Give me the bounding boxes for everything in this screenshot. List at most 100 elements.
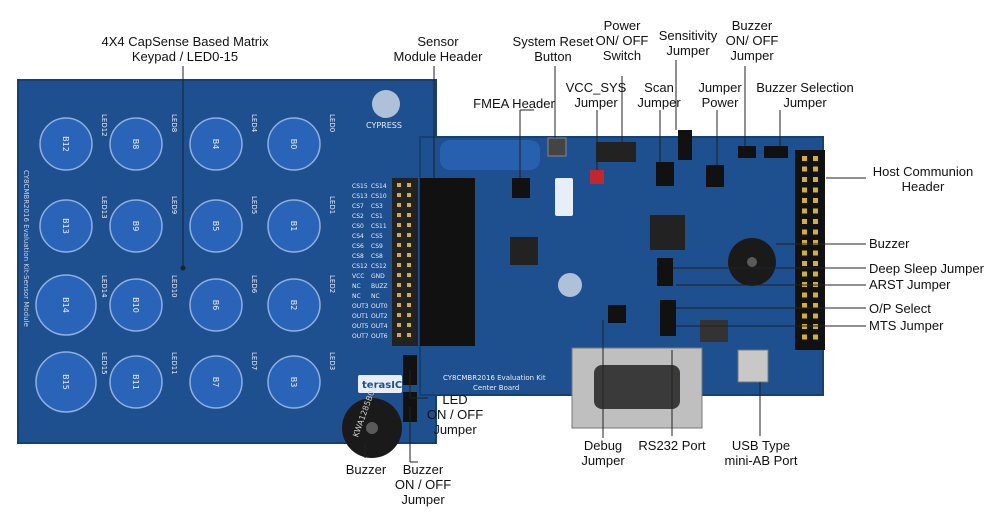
- callout-rs232-port: RS232 Port: [638, 438, 706, 453]
- power-switch-part: [596, 142, 636, 162]
- svg-text:B9: B9: [131, 221, 140, 232]
- callout-power-switch: Power ON/ OFF Switch: [595, 18, 649, 63]
- callout-op-select: O/P Select: [869, 301, 931, 316]
- keypad-led-label: LED1: [328, 196, 336, 214]
- keypad-led-label: LED10: [170, 275, 178, 298]
- callout-usb-port: USB Type mini-AB Port: [724, 438, 798, 468]
- sensitivity-jumper-part: [678, 130, 692, 160]
- header-pin-label: OUT0: [371, 303, 388, 310]
- keypad-key: B11: [109, 355, 163, 409]
- keypad-key: B6: [189, 278, 243, 332]
- keypad-key: B7: [189, 355, 243, 409]
- header-pin-label: CS13: [352, 193, 368, 200]
- buzz-jumper-part: [738, 146, 756, 158]
- svg-text:B8: B8: [131, 139, 140, 150]
- callout-host-communion-header: Host Communion Header: [872, 164, 974, 194]
- header-pin-label: CS0: [352, 223, 364, 230]
- header-pin-label: OUT2: [371, 313, 388, 320]
- header-pin-label: CS14: [371, 183, 387, 190]
- svg-text:B1: B1: [289, 221, 298, 232]
- svg-text:B7: B7: [211, 377, 220, 388]
- keypad-key: B1: [267, 199, 321, 253]
- header-pin-label: CS7: [352, 203, 364, 210]
- host-header-part: [795, 150, 825, 350]
- keypad-key: B0: [267, 117, 321, 171]
- header-pin-label: OUT3: [352, 303, 369, 310]
- header-pin-label: CS3: [371, 203, 383, 210]
- keypad-led-label: LED3: [328, 352, 336, 370]
- mcu-chip: [650, 215, 685, 250]
- callout-vcc-sys-jumper: VCC_SYS Jumper: [565, 80, 627, 110]
- board-title-line1: CY8CMBR2016 Evaluation Kit: [443, 374, 546, 382]
- callout-buzzer-bottom: Buzzer: [345, 462, 387, 477]
- keypad-key: B10: [109, 278, 163, 332]
- board-title-line2: Center Board: [473, 384, 519, 392]
- header-pin-label: CS1: [371, 213, 383, 220]
- keypad-led-label: LED0: [328, 114, 336, 132]
- header-pin-label: CS10: [371, 193, 387, 200]
- deep-sleep-part: [657, 258, 673, 286]
- usb-part: [737, 349, 769, 383]
- terasic-logo-module: terasIC: [358, 375, 402, 393]
- keypad-module: B12LED12B8LED8B4LED4B0LED0B13LED13B9LED9…: [17, 79, 437, 458]
- fmea-header-part: [512, 178, 530, 198]
- callout-arst-jumper: ARST Jumper: [869, 277, 951, 292]
- svg-text:B0: B0: [289, 139, 298, 150]
- keypad-led-label: LED12: [100, 114, 108, 137]
- svg-text:B12: B12: [61, 136, 70, 152]
- header-pin-label: BUZZ: [371, 283, 388, 290]
- keypad-led-label: LED7: [250, 352, 258, 370]
- callout-keypad-matrix: 4X4 CapSense Based Matrix Keypad / LED0-…: [101, 34, 269, 64]
- svg-text:B10: B10: [131, 297, 140, 313]
- svg-text:B2: B2: [289, 300, 298, 311]
- header-pin-label: NC: [352, 283, 361, 290]
- callout-buzzer-onoff-jumper-bottom: Buzzer ON / OFF Jumper: [394, 462, 452, 507]
- callout-buzzer-onoff-jumper-top: Buzzer ON/ OFF Jumper: [725, 18, 779, 63]
- callout-debug-jumper: Debug Jumper: [581, 438, 625, 468]
- header-pin-label: CS6: [352, 243, 364, 250]
- header-pin-label: OUT4: [371, 323, 388, 330]
- keypad-key: B5: [189, 199, 243, 253]
- header-pin-label: NC: [371, 293, 380, 300]
- header-pin-label: OUT6: [371, 333, 388, 340]
- header-pin-label: CS9: [371, 243, 383, 250]
- callout-fmea-header: FMEA Header: [473, 96, 555, 111]
- header-pin-label: CS2: [352, 213, 364, 220]
- header-pin-label: CS4: [352, 233, 364, 240]
- svg-text:CYPRESS: CYPRESS: [366, 121, 402, 130]
- header-pin-label: CS11: [371, 223, 387, 230]
- header-pin-label: OUT7: [352, 333, 369, 340]
- svg-text:B4: B4: [211, 139, 220, 150]
- svg-text:B14: B14: [61, 297, 70, 313]
- usb-chip: [700, 320, 728, 342]
- header-pin-label: CS8: [352, 253, 364, 260]
- keypad-led-label: LED2: [328, 275, 336, 293]
- scan-jumper-part: [656, 162, 674, 186]
- module-side-text: CY8CMBR2016 Evaluation Kit-Sensor Module: [22, 170, 30, 327]
- svg-text:B13: B13: [61, 218, 70, 234]
- op-select-part: [660, 300, 676, 336]
- header-pin-label: GND: [371, 273, 385, 280]
- keypad-led-label: LED9: [170, 196, 178, 214]
- vcc-sys-jumper-part: [590, 170, 604, 184]
- header-pin-label: CS12: [371, 263, 387, 270]
- controller-chip: [510, 237, 538, 265]
- svg-text:B3: B3: [289, 377, 298, 388]
- buzz-select-part: [764, 146, 788, 158]
- keypad-key: B4: [189, 117, 243, 171]
- buzzer-bottom-component: KWA1285B03: [342, 385, 402, 458]
- keypad-led-label: LED13: [100, 196, 108, 219]
- callout-scan-jumper: Scan Jumper: [637, 80, 681, 110]
- svg-text:B15: B15: [61, 374, 70, 390]
- callout-buzzer-right: Buzzer: [869, 236, 910, 251]
- keypad-key: B3: [267, 355, 321, 409]
- keypad-key: B9: [109, 199, 163, 253]
- keypad-key: B15: [35, 351, 97, 413]
- svg-text:B6: B6: [211, 300, 220, 311]
- header-pin-label: VCC: [352, 273, 364, 280]
- svg-text:B11: B11: [131, 374, 140, 390]
- svg-text:B5: B5: [211, 221, 220, 232]
- callout-buzzer-selection-jumper: Buzzer Selection Jumper: [756, 80, 854, 110]
- callout-deep-sleep-jumper: Deep Sleep Jumper: [869, 261, 984, 276]
